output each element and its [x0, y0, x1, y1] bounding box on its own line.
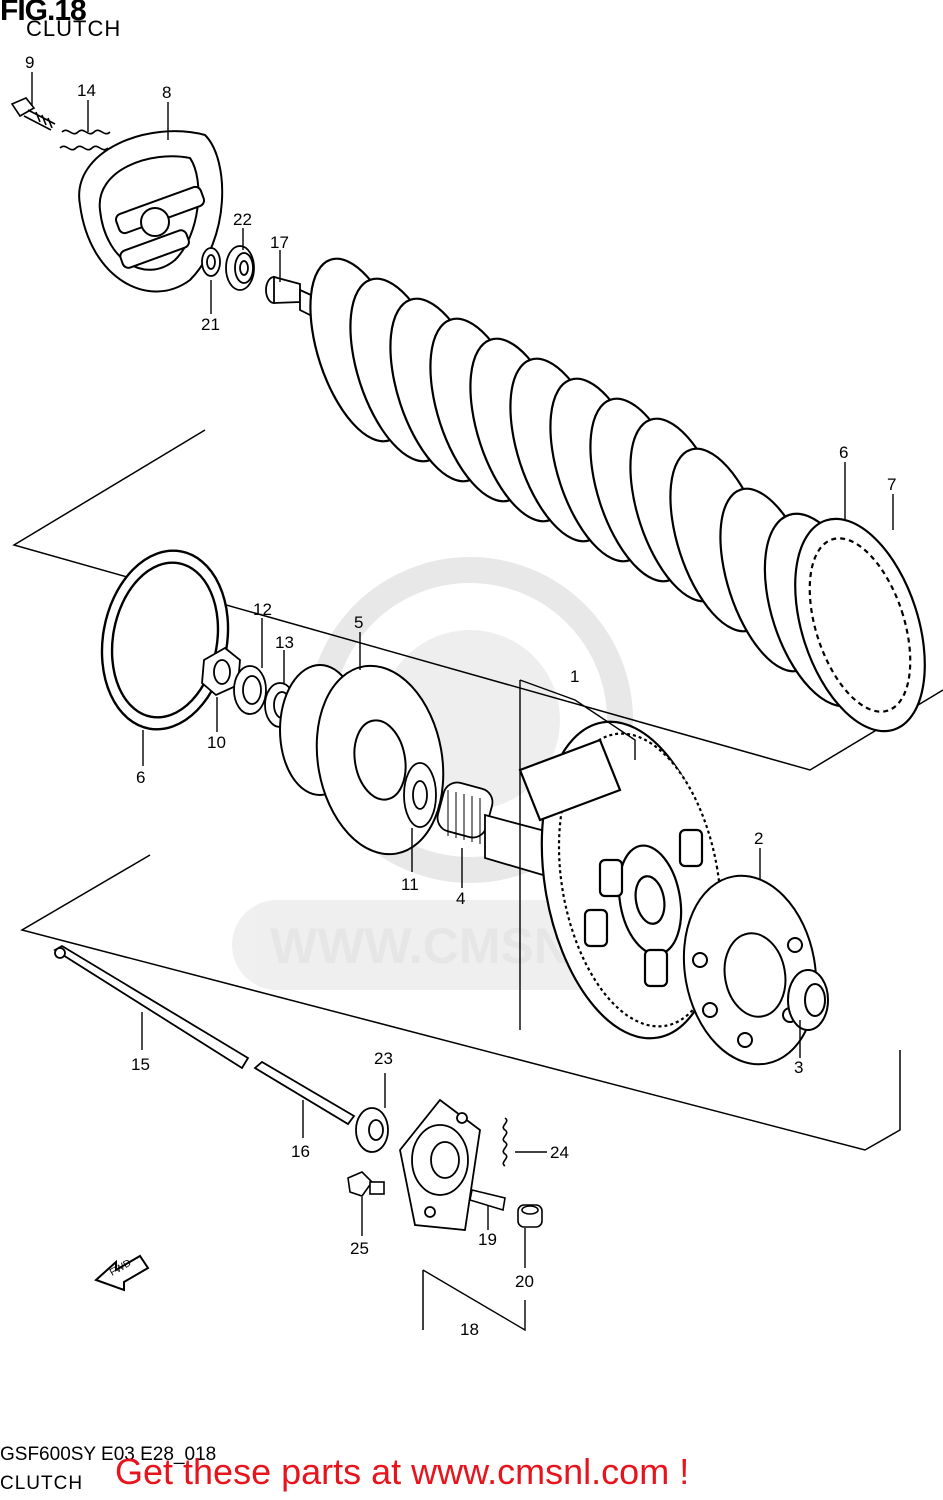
part-label-2: 2 — [754, 829, 763, 848]
oil-pump-gear-2 — [682, 874, 818, 1066]
push-rod-16 — [253, 1060, 356, 1126]
part-label-13: 13 — [275, 633, 294, 652]
part-label-18: 18 — [460, 1320, 479, 1339]
part-label-11: 11 — [401, 875, 419, 894]
part-label-7: 7 — [887, 475, 896, 494]
part-label-20: 20 — [515, 1272, 534, 1291]
part-label-14: 14 — [77, 81, 96, 100]
push-rod-15 — [53, 944, 250, 1070]
part-label-15: 15 — [131, 1055, 150, 1074]
part-label-4: 4 — [456, 889, 465, 908]
forward-arrow-icon: FWD — [94, 1254, 150, 1292]
spacer-3 — [787, 969, 829, 1031]
leader-lines — [31, 72, 894, 1332]
oil-seal-23 — [355, 1107, 389, 1153]
spring-ring-6 — [100, 549, 230, 731]
spring-24 — [502, 1117, 508, 1167]
part-label-6-top: 6 — [839, 443, 848, 462]
part-label-19: 19 — [478, 1230, 497, 1249]
part-label-9: 9 — [25, 53, 34, 72]
part-label-12: 12 — [253, 600, 272, 619]
part-label-22: 22 — [233, 210, 252, 229]
needle-bearing-4 — [436, 781, 494, 844]
watermark-text: WWW.CMSNL — [270, 918, 600, 974]
bolt-25 — [347, 1171, 385, 1197]
diagram-section-label: CLUTCH — [0, 1473, 84, 1494]
figure-subtitle: CLUTCH — [26, 16, 122, 41]
part-label-6-left: 6 — [136, 768, 145, 787]
part-label-21: 21 — [201, 315, 220, 334]
part-label-8: 8 — [162, 83, 171, 102]
nut-20 — [517, 1204, 543, 1228]
diagram-model-code: GSF600SY E03 E28_018 — [0, 1444, 217, 1465]
part-label-17: 17 — [270, 233, 289, 252]
figure-title: FIG.18 — [0, 0, 87, 27]
part-number-labels: 9 14 8 22 17 21 6 7 12 13 5 1 10 6 2 11 … — [25, 53, 896, 1339]
release-arm-18 — [399, 1098, 481, 1231]
clutch-housing-1 — [518, 720, 723, 1040]
spring-14 — [59, 129, 111, 151]
bearing-22 — [225, 245, 255, 291]
part-label-3: 3 — [794, 1058, 803, 1077]
part-label-10: 10 — [207, 733, 226, 752]
part-label-5: 5 — [354, 613, 363, 632]
bolt-9 — [10, 97, 56, 131]
part-label-25: 25 — [350, 1239, 369, 1258]
promo-link-text[interactable]: Get these parts at www.cmsnl.com ! — [115, 1451, 690, 1492]
part-label-23: 23 — [374, 1049, 393, 1068]
part-label-24: 24 — [550, 1143, 569, 1162]
clutch-plate-stack — [309, 257, 926, 733]
washer-21 — [201, 247, 221, 277]
pressure-plate-8 — [78, 130, 224, 293]
part-label-16: 16 — [291, 1142, 310, 1161]
washer-12 — [233, 665, 267, 715]
part-label-1: 1 — [570, 667, 579, 686]
washer-11 — [403, 762, 437, 828]
screw-19 — [469, 1189, 506, 1212]
